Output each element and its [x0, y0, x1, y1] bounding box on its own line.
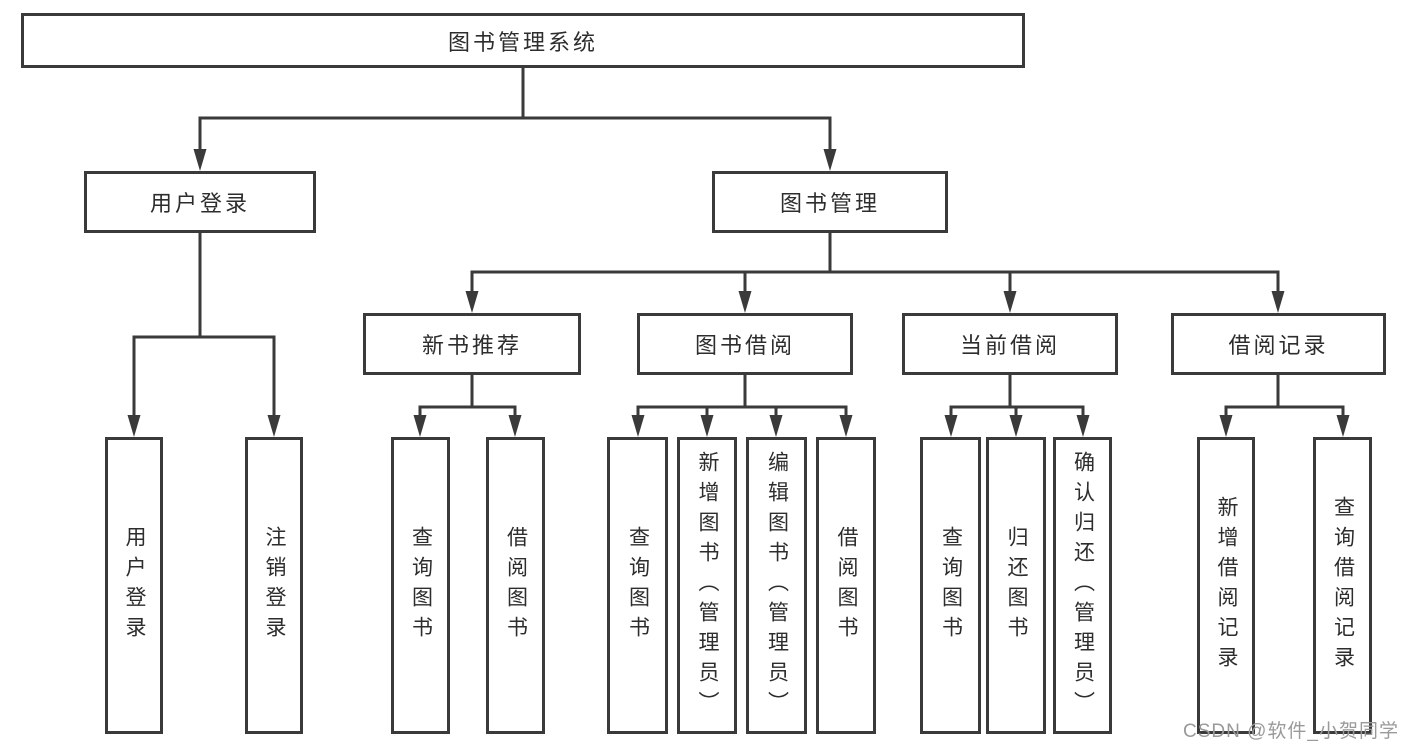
- leaf-newbook-query-book: 查询图书: [391, 437, 450, 734]
- leaf-current-query-book: 查询图书: [920, 437, 981, 734]
- leaf-current-confirm-return-admin: 确认归还（管理员）: [1053, 437, 1112, 734]
- leaf-borrow-borrow-book: 借阅图书: [816, 437, 876, 734]
- connector-new-book-children: [413, 375, 522, 437]
- node-book-management: 图书管理: [712, 171, 948, 233]
- leaf-newbook-borrow-book: 借阅图书: [486, 437, 545, 734]
- leaf-user-login: 用户登录: [105, 437, 163, 734]
- connector-book-borrow-children: [631, 375, 853, 437]
- node-library-management-system: 图书管理系统: [21, 13, 1025, 68]
- node-borrow-record: 借阅记录: [1171, 313, 1386, 375]
- leaf-record-add-borrow-record: 新增借阅记录: [1197, 437, 1255, 734]
- leaf-borrow-query-book: 查询图书: [607, 437, 668, 734]
- leaf-logout: 注销登录: [245, 437, 303, 734]
- connector-root-to-level2: [193, 68, 837, 171]
- leaf-current-return-book: 归还图书: [986, 437, 1046, 734]
- connector-user-login-children: [127, 233, 281, 437]
- node-new-book-recommend: 新书推荐: [363, 313, 581, 375]
- leaf-record-query-borrow-record: 查询借阅记录: [1313, 437, 1372, 734]
- node-user-login: 用户登录: [84, 171, 316, 233]
- connector-current-borrow-children: [944, 375, 1090, 437]
- leaf-borrow-add-book-admin: 新增图书（管理员）: [677, 437, 737, 734]
- connector-book-mgmt-to-level3: [465, 233, 1285, 313]
- leaf-borrow-edit-book-admin: 编辑图书（管理员）: [746, 437, 807, 734]
- csdn-watermark: CSDN @软件_小贺同学: [1183, 721, 1399, 742]
- node-book-borrow: 图书借阅: [637, 313, 853, 375]
- connector-borrow-record-children: [1219, 375, 1350, 437]
- node-current-borrow: 当前借阅: [902, 313, 1118, 375]
